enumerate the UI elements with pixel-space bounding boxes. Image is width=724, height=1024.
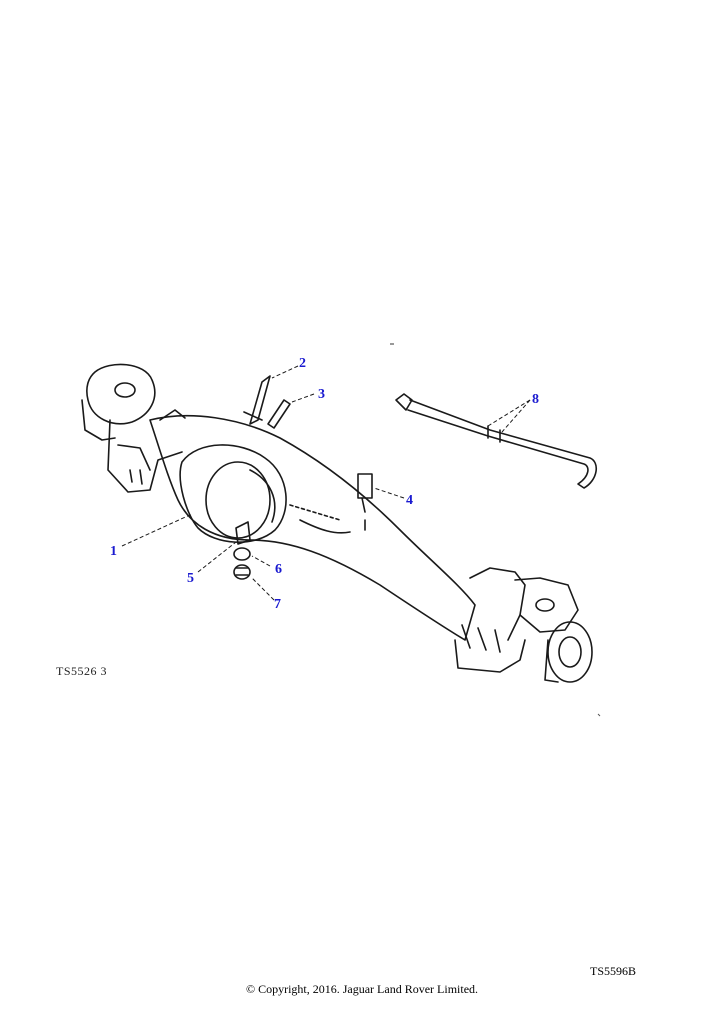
- leader-line-1: [121, 513, 193, 547]
- leader-line-3: [291, 393, 315, 403]
- leader-line-8a: [487, 399, 531, 427]
- callout-1: 1: [110, 544, 117, 559]
- callout-7: 7: [274, 597, 281, 612]
- drain-plug: [235, 521, 251, 545]
- breather-tube: [395, 393, 597, 489]
- leader-line-5: [197, 541, 237, 573]
- figure-reference: TS5526 3: [56, 664, 108, 678]
- copyright-notice: © Copyright, 2016. Jaguar Land Rover Lim…: [245, 982, 479, 996]
- right-hub-bracket: [454, 567, 593, 683]
- screw: [267, 399, 291, 429]
- leader-line-2: [271, 365, 299, 379]
- callout-6: 6: [275, 562, 282, 577]
- leader-line-4: [373, 487, 405, 499]
- leader-line-6: [251, 555, 271, 567]
- callout-5: 5: [187, 571, 194, 586]
- callout-8: 8: [532, 392, 539, 407]
- differential-cover: [179, 444, 287, 543]
- leader-line-7: [251, 577, 275, 601]
- diagram-code: TS5596B: [589, 964, 636, 978]
- washer: [233, 547, 251, 561]
- left-hub-bracket: [81, 363, 186, 493]
- filler-plug: [233, 564, 251, 580]
- callout-4: 4: [406, 493, 413, 508]
- callout-2: 2: [299, 356, 306, 371]
- breather-pipe: [249, 375, 271, 425]
- callout-3: 3: [318, 387, 325, 402]
- leader-line-8b: [501, 399, 531, 433]
- vent-plug: [357, 473, 373, 499]
